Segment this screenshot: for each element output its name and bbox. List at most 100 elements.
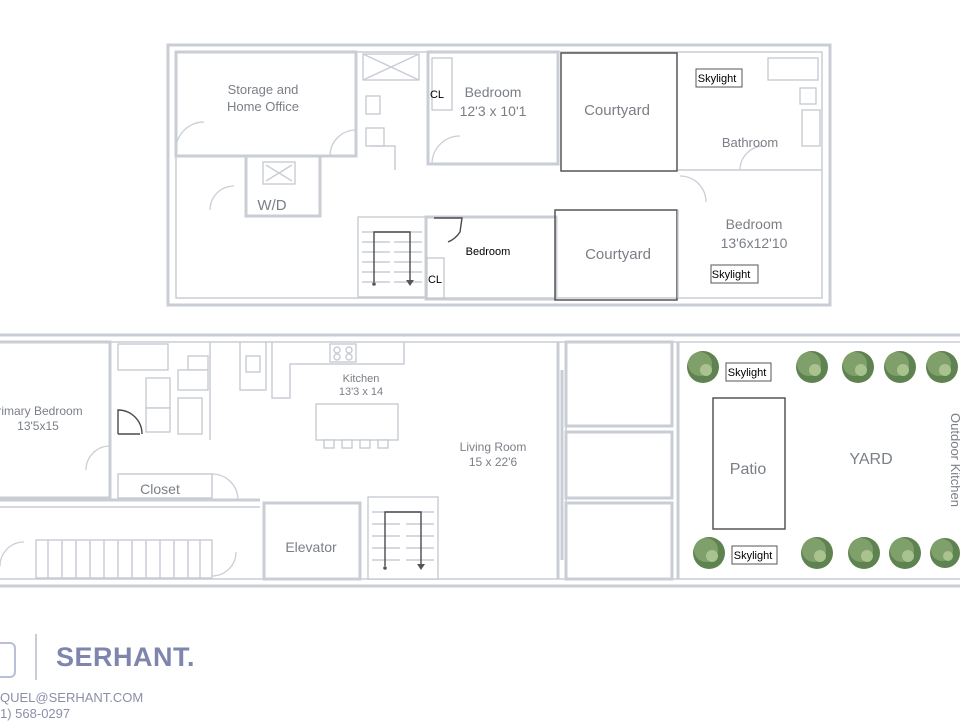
tree-icon (930, 538, 960, 568)
stair-treads (362, 231, 422, 286)
stairs-lower-left (35, 539, 213, 579)
primary-bedroom-label: rimary Bedroom (0, 404, 83, 418)
wd-room-wall (244, 154, 322, 218)
kitchen-label: Kitchen (343, 373, 380, 385)
kitchen-size: 13'3 x 14 (339, 386, 383, 398)
stairs-upper (357, 216, 427, 298)
closet2-label: CL (428, 274, 442, 286)
logo-icon (0, 642, 16, 678)
footer: SERHANT. QUEL@SERHANT.COM 1) 568-0297 (0, 632, 400, 721)
office-label: Home Office (227, 99, 299, 114)
bath-toilet (799, 87, 817, 105)
primary-bedroom-size: 13'5x15 (17, 419, 59, 433)
primary-bedroom-wall (0, 340, 112, 500)
lower-vanity (145, 377, 171, 409)
tree-icon (801, 537, 833, 569)
kitchen-counter (271, 342, 405, 399)
lower-shower (177, 397, 203, 435)
garden-box-3 (564, 501, 674, 581)
bedroom2-label: Bedroom (726, 216, 783, 232)
closet-box (117, 473, 213, 499)
door-swing (739, 145, 765, 171)
tree-icon (796, 351, 828, 383)
skylight-bottom-box (731, 545, 778, 565)
door-swing (0, 541, 25, 567)
skylight1-box (695, 68, 743, 88)
outdoor-kitchen-label: Outdoor Kitchen (948, 413, 960, 507)
skylight2-label: Skylight (712, 269, 751, 281)
living-room-label: Living Room (460, 440, 527, 454)
trees (687, 351, 960, 569)
patio-label: Patio (730, 461, 767, 478)
floor-plan: Storage and Home Office W/D CL Bedroom 1… (0, 43, 960, 588)
closet1-label: CL (430, 89, 444, 101)
upper-floor (166, 43, 832, 307)
door-swing (85, 445, 111, 471)
closet1-box (431, 57, 453, 111)
skylight1-label: Skylight (698, 73, 737, 85)
bar-stools (323, 439, 389, 449)
bathroom-label: Bathroom (722, 135, 778, 150)
bedroom2-size: 13'6x12'10 (721, 235, 788, 251)
door-swing (175, 121, 205, 151)
tree-icon (687, 351, 719, 383)
skylight-top-label: Skylight (728, 367, 767, 379)
living-room-size: 15 x 22'6 (469, 455, 518, 469)
bedroom3-label: Bedroom (466, 246, 511, 258)
closet2-box (426, 257, 445, 299)
tree-icon (889, 537, 921, 569)
courtyard2-label: Courtyard (585, 246, 651, 263)
elevator-label: Elevator (285, 539, 337, 555)
sink (365, 127, 385, 147)
door-swing (211, 473, 239, 501)
storage-label: Storage and (228, 82, 299, 97)
patio-box (712, 397, 786, 530)
stairs-lower (367, 496, 439, 580)
bedroom1-size: 12'3 x 10'1 (460, 103, 527, 119)
tree-icon (693, 537, 725, 569)
courtyard1-box (560, 52, 678, 172)
lower-bathtub (117, 343, 169, 371)
door-swing (209, 185, 235, 211)
bedroom1-label: Bedroom (465, 84, 522, 100)
kitchen-fridge (239, 342, 267, 391)
garden-box-2 (564, 430, 674, 500)
bathtub (767, 57, 819, 81)
door-swing (117, 409, 143, 435)
door-swing (211, 551, 237, 577)
skylight-bottom-label: Skylight (734, 550, 773, 562)
skylight2-box (710, 264, 759, 284)
door-swing (431, 135, 461, 165)
lower-floor (0, 333, 960, 588)
kitchen-island (315, 403, 399, 441)
door-swing (679, 175, 707, 203)
bedroom1-wall (426, 50, 560, 166)
door-swing (434, 217, 463, 243)
brand-logo-text: SERHANT. (56, 642, 196, 672)
agent-email-link[interactable]: QUEL@SERHANT.COM (0, 690, 144, 705)
lower-toilet (187, 355, 209, 371)
tree-icon (926, 351, 958, 383)
agent-phone-link[interactable]: 1) 568-0297 (0, 706, 71, 721)
wd-label: W/D (257, 197, 286, 214)
toilet (365, 95, 381, 115)
tree-icon (842, 351, 874, 383)
lower-toilet-2 (145, 407, 171, 433)
skylight-top-box (725, 362, 772, 382)
elevator-wall (262, 501, 362, 581)
closet-label: Closet (140, 481, 180, 497)
yard-label: YARD (849, 451, 892, 468)
door-swing (329, 129, 357, 157)
lower-sink (177, 369, 209, 391)
bedroom3-wall (424, 215, 558, 301)
cooktop (329, 343, 357, 363)
courtyard2-box (554, 209, 678, 301)
tree-icon (884, 351, 916, 383)
footer-divider (35, 634, 37, 680)
stair-treads-lower (372, 511, 434, 570)
tree-icon (848, 537, 880, 569)
bath-vanity (801, 109, 821, 147)
garden-box-1 (564, 340, 674, 428)
upper-outer-wall (166, 43, 832, 307)
courtyard1-label: Courtyard (584, 102, 650, 119)
